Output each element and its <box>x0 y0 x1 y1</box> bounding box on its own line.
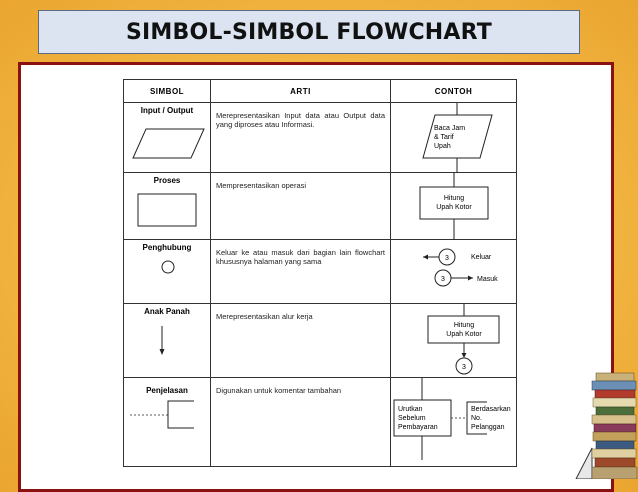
example-text: Sebelum <box>398 415 426 422</box>
example-text: Hitung <box>454 322 474 329</box>
example-cell: 3 Keluar 3 Masuk <box>390 239 517 304</box>
arrow-down-icon <box>159 326 165 355</box>
header-contoh: CONTOH <box>390 79 517 103</box>
symbol-cell: Input / Output <box>123 102 211 173</box>
symbol-label: Anak Panah <box>144 307 190 316</box>
arti-cell: Keluar ke atau masuk dari bagian lain fl… <box>210 239 391 304</box>
example-text: Berdasarkan <box>471 406 511 413</box>
connector-example-diagram: 3 Keluar 3 Masuk <box>423 248 498 287</box>
process-example-diagram: Hitung Upah Kotor <box>419 173 489 240</box>
slide-title-box: SIMBOL-SIMBOL FLOWCHART <box>38 10 580 54</box>
book-stack-icon <box>591 372 638 479</box>
example-text: Upah <box>434 143 451 150</box>
symbol-cell: Penghubung <box>123 239 211 304</box>
example-text: No. <box>471 415 482 422</box>
example-text: Hitung <box>444 195 464 202</box>
io-example-diagram: Baca Jam & Tarif Upah <box>422 103 493 173</box>
connector-number: 3 <box>445 255 449 262</box>
table-header-row: SIMBOL ARTI CONTOH <box>123 79 517 103</box>
table-row: Anak Panah Merepresentasikan alur kerja … <box>123 303 517 378</box>
example-text: & Tarif <box>434 134 454 141</box>
example-cell: Baca Jam & Tarif Upah <box>390 102 517 173</box>
symbol-cell: Anak Panah <box>123 303 211 378</box>
example-text: Masuk <box>477 276 498 283</box>
page-curl-icon <box>575 447 593 479</box>
parallelogram-symbol-icon <box>132 128 205 159</box>
annotation-symbol-icon <box>130 400 194 429</box>
example-cell: Hitung Upah Kotor 3 <box>390 303 517 378</box>
arrow-left-icon <box>423 254 428 260</box>
symbol-label: Input / Output <box>140 106 194 115</box>
example-cell: Hitung Upah Kotor <box>390 172 517 240</box>
connector-number: 3 <box>462 364 466 371</box>
table-row: Proses Mempresentasikan operasi Hitung U… <box>123 172 517 240</box>
header-arti: ARTI <box>210 79 391 103</box>
example-text: Urutkan <box>398 406 423 413</box>
table-row: Penjelasan Digunakan untuk komentar tamb… <box>123 377 517 467</box>
arrow-right-icon <box>468 275 473 281</box>
example-text: Keluar <box>471 254 492 261</box>
arti-cell: Mempresentasikan operasi <box>210 172 391 240</box>
symbol-cell: Proses <box>123 172 211 240</box>
header-simbol: SIMBOL <box>123 79 211 103</box>
flow-arrow-example-diagram: Hitung Upah Kotor 3 <box>427 304 500 375</box>
table-row: Penghubung Keluar ke atau masuk dari bag… <box>123 239 517 304</box>
connector-number: 3 <box>441 276 445 283</box>
annotation-example-diagram: Urutkan Sebelum Pembayaran Berdasarkan N… <box>393 378 511 460</box>
table-row: Input / Output Merepresentasikan Input d… <box>123 102 517 173</box>
symbol-label: Proses <box>153 176 181 185</box>
symbol-label: Penjelasan <box>146 386 188 395</box>
slide-title: SIMBOL-SIMBOL FLOWCHART <box>126 19 492 45</box>
flowchart-symbols-table: SIMBOL ARTI CONTOH Input / Output Merepr… <box>123 79 517 467</box>
rectangle-symbol-icon <box>137 193 197 227</box>
example-text: Upah Kotor <box>436 204 472 211</box>
example-text: Pembayaran <box>398 424 438 431</box>
symbol-cell: Penjelasan <box>123 377 211 467</box>
arti-cell: Digunakan untuk komentar tambahan <box>210 377 391 467</box>
example-text: Pelanggan <box>471 424 505 431</box>
example-text: Baca Jam <box>434 125 465 132</box>
arti-cell: Merepresentasikan Input data atau Output… <box>210 102 391 173</box>
example-cell: Urutkan Sebelum Pembayaran Berdasarkan N… <box>390 377 517 467</box>
symbol-label: Penghubung <box>142 243 192 252</box>
arti-cell: Merepresentasikan alur kerja <box>210 303 391 378</box>
circle-connector-icon <box>161 260 175 274</box>
example-text: Upah Kotor <box>446 331 482 338</box>
